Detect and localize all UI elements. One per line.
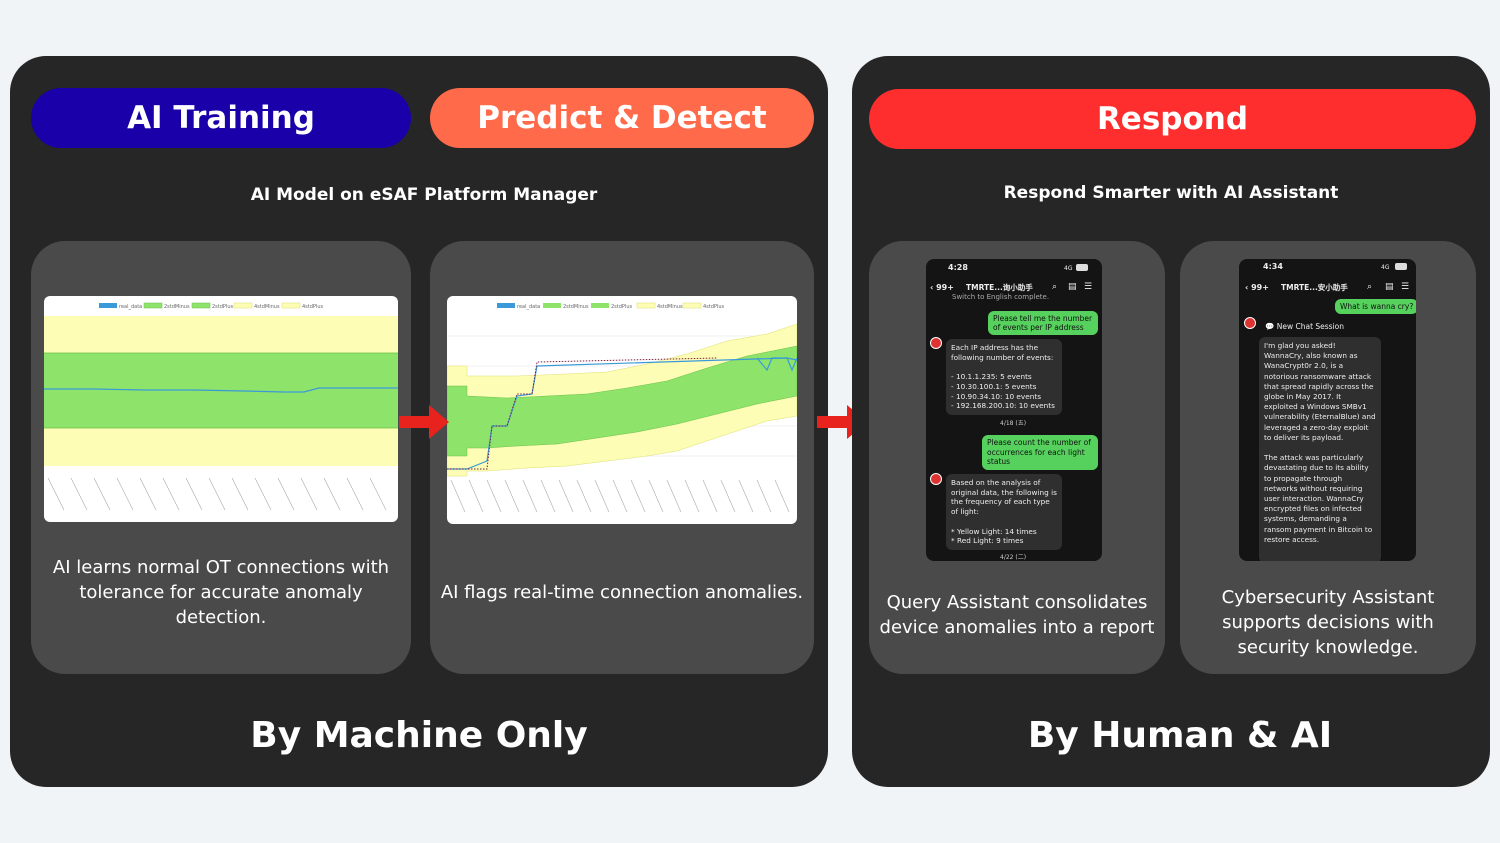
- detect-chart: real_data 2stdMinus 2stdPlus 4stdMinus 4…: [447, 302, 797, 513]
- left-subtitle: AI Model on eSAF Platform Manager: [250, 185, 598, 205]
- respond-pill: Respond: [869, 89, 1476, 149]
- signal-status: 4G: [1064, 265, 1073, 272]
- assistant-reply-1: Each IP address has the following number…: [946, 339, 1062, 415]
- battery-icon: [1076, 264, 1088, 271]
- ai-training-pill: AI Training: [31, 88, 411, 148]
- right-subtitle: Respond Smarter with AI Assistant: [1003, 183, 1339, 203]
- svg-text:real_data: real_data: [517, 304, 540, 310]
- search-icon[interactable]: ⌕: [1367, 282, 1373, 292]
- query-card-text: Query Assistant consolidates device anom…: [879, 592, 1155, 638]
- cyber-assistant-phone: 4:34 4G ‹ 99+ TMRTE...安小助手 ⌕ ▤ ☰ What is…: [1239, 259, 1416, 561]
- assistant-avatar: [1244, 317, 1256, 329]
- chat-title: TMRTE...询小助手: [966, 283, 1033, 292]
- legend-4std-minus: 4stdMinus: [254, 304, 280, 310]
- assistant-reply-2: Based on the analysis of original data, …: [946, 474, 1062, 550]
- cyber-card-text: Cybersecurity Assistant supports decisio…: [1221, 587, 1435, 658]
- back-button[interactable]: ‹ 99+: [1245, 283, 1269, 292]
- legend-2std-plus: 2stdPlus: [212, 304, 233, 310]
- svg-text:2stdMinus: 2stdMinus: [563, 304, 589, 310]
- training-chart: real_data 2stdMinus 2stdPlus 4stdMinus 4…: [44, 302, 398, 511]
- assistant-avatar: [930, 337, 942, 349]
- chart-legend: real_data 2stdMinus 2stdPlus 4stdMinus 4…: [497, 302, 724, 310]
- arrow-right-icon: [399, 405, 449, 439]
- back-button[interactable]: ‹ 99+: [930, 283, 954, 292]
- svg-text:4stdMinus: 4stdMinus: [657, 304, 683, 310]
- anomaly-dot-line: [447, 357, 718, 470]
- phone-time: 4:34: [1263, 262, 1283, 271]
- chart-legend: real_data 2stdMinus 2stdPlus 4stdMinus 4…: [99, 302, 323, 310]
- phone-time: 4:28: [948, 263, 968, 272]
- legend-real-data: real_data: [119, 304, 142, 310]
- training-chart-screenshot: real_data 2stdMinus 2stdPlus 4stdMinus 4…: [44, 296, 398, 522]
- x-tick-labels: [47, 477, 387, 511]
- query-assistant-phone: 4:28 4G ‹ 99+ TMRTE...询小助手 ⌕ ▤ ☰ Switch …: [926, 259, 1102, 561]
- note-icon[interactable]: ▤: [1068, 282, 1077, 292]
- predict-detect-pill: Predict & Detect: [430, 88, 814, 148]
- prev-message-cut: Switch to English complete.: [952, 293, 1050, 301]
- user-message-2: Please count the number of occurrences f…: [982, 435, 1098, 470]
- real-data-line: [44, 387, 398, 393]
- detect-chart-screenshot: real_data 2stdMinus 2stdPlus 4stdMinus 4…: [447, 296, 797, 524]
- left-footer: By Machine Only: [250, 715, 588, 756]
- user-message-1: What is wanna cry?: [1335, 299, 1416, 314]
- search-icon[interactable]: ⌕: [1052, 282, 1058, 292]
- inner-band: [447, 345, 797, 457]
- svg-text:4stdPlus: 4stdPlus: [703, 304, 724, 310]
- training-card-text: AI learns normal OT connections with tol…: [52, 557, 390, 628]
- date-divider: 4/22 (二): [1000, 554, 1027, 561]
- new-session-label: 💬 New Chat Session: [1265, 322, 1345, 331]
- right-footer: By Human & AI: [1027, 715, 1333, 756]
- svg-text:2stdPlus: 2stdPlus: [611, 304, 632, 310]
- legend-4std-plus: 4stdPlus: [302, 304, 323, 310]
- detect-card-text: AI flags real-time connection anomalies.: [440, 582, 804, 603]
- chat-title: TMRTE...安小助手: [1281, 283, 1348, 292]
- legend-2std-minus: 2stdMinus: [164, 304, 190, 310]
- assistant-reply-1: I'm glad you asked! WannaCry, also known…: [1259, 337, 1381, 561]
- assistant-avatar: [930, 473, 942, 485]
- battery-icon: [1395, 263, 1407, 270]
- note-icon[interactable]: ▤: [1385, 282, 1394, 292]
- signal-status: 4G: [1381, 264, 1390, 271]
- menu-icon[interactable]: ☰: [1084, 282, 1093, 292]
- menu-icon[interactable]: ☰: [1401, 282, 1410, 292]
- user-message-1: Please tell me the number of events per …: [988, 311, 1098, 335]
- date-divider: 4/18 (五): [1000, 420, 1027, 427]
